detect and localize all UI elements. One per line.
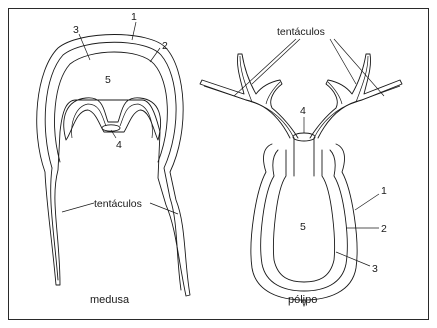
medusa-label-4: 4 bbox=[116, 139, 122, 151]
polyp-label-3: 3 bbox=[372, 263, 378, 275]
polyp-label-4: 4 bbox=[300, 105, 306, 117]
polyp-caption: pólipo bbox=[288, 294, 317, 306]
medusa-tentacles-label: tentáculos bbox=[94, 198, 142, 210]
polyp-tentacles-label: tentáculos bbox=[277, 26, 325, 38]
polyp-label-2: 2 bbox=[381, 223, 387, 235]
medusa-label-1: 1 bbox=[131, 11, 137, 23]
medusa-label-5: 5 bbox=[105, 74, 111, 86]
medusa-label-3: 3 bbox=[73, 24, 79, 36]
medusa-caption: medusa bbox=[90, 294, 130, 306]
polyp-label-1: 1 bbox=[381, 185, 387, 197]
medusa-label-2: 2 bbox=[162, 40, 168, 52]
polyp-label-5: 5 bbox=[300, 221, 306, 233]
